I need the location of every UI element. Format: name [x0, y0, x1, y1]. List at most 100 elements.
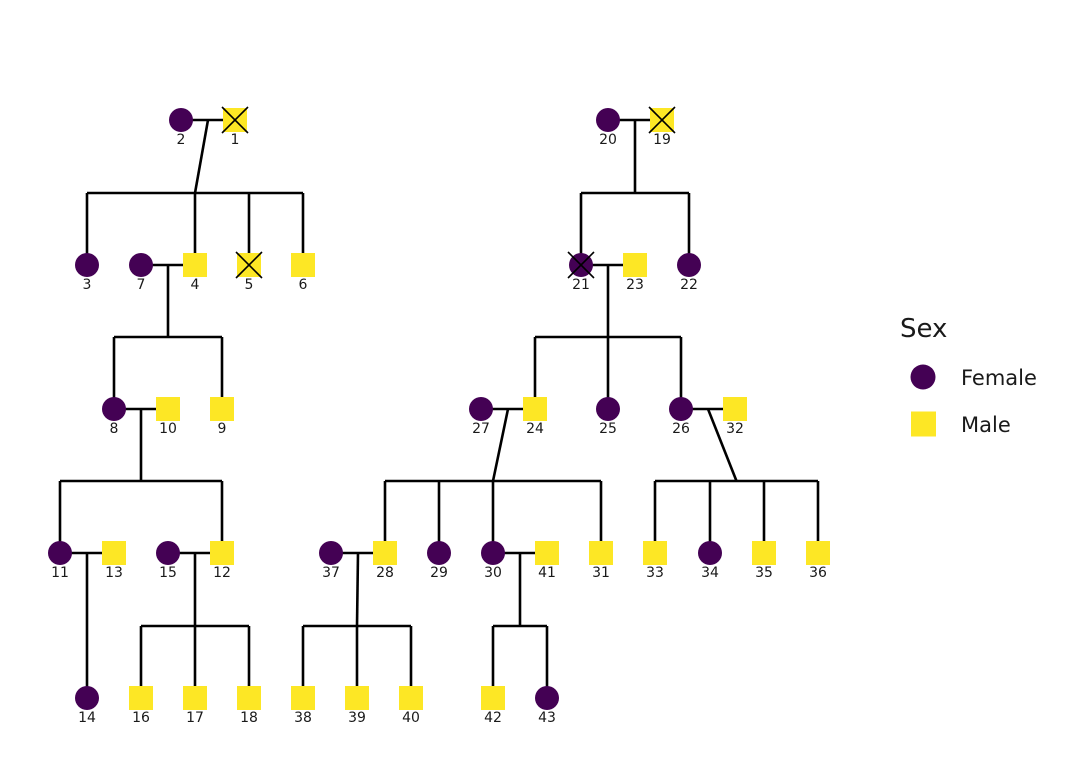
individual-id-label: 4: [191, 277, 200, 293]
male-symbol: [210, 541, 234, 565]
legend-label-female: Female: [961, 366, 1037, 390]
individual-id-label: 40: [402, 710, 420, 726]
individual-id-label: 18: [240, 710, 258, 726]
descent-line: [706, 408, 738, 482]
female-symbol: [596, 108, 620, 132]
individual-id-label: 27: [472, 421, 490, 437]
individual-id-label: 16: [132, 710, 150, 726]
male-symbol: [237, 686, 261, 710]
female-symbol: [319, 541, 343, 565]
individual-id-label: 23: [626, 277, 644, 293]
male-symbol: [210, 397, 234, 421]
male-symbol: [183, 253, 207, 277]
female-symbol: [535, 686, 559, 710]
individual-id-label: 10: [159, 421, 177, 437]
individual-id-label: 6: [299, 277, 308, 293]
male-symbol: [643, 541, 667, 565]
female-symbol: [75, 253, 99, 277]
male-symbol: [291, 253, 315, 277]
female-symbol: [169, 108, 193, 132]
male-symbol: [399, 686, 423, 710]
female-symbol: [481, 541, 505, 565]
male-symbol: [291, 686, 315, 710]
female-symbol: [427, 541, 451, 565]
individual-id-label: 22: [680, 277, 698, 293]
individual-id-label: 43: [538, 710, 556, 726]
individual-id-label: 32: [726, 421, 744, 437]
female-symbol: [698, 541, 722, 565]
female-symbol: [469, 397, 493, 421]
female-symbol: [75, 686, 99, 710]
individual-id-label: 24: [526, 421, 544, 437]
individual-id-label: 1: [231, 132, 240, 148]
individual-id-label: 31: [592, 565, 610, 581]
male-symbol: [589, 541, 613, 565]
descent-line: [193, 119, 210, 194]
individual-id-label: 28: [376, 565, 394, 581]
male-symbol: [481, 686, 505, 710]
individual-id-label: 33: [646, 565, 664, 581]
female-symbol: [48, 541, 72, 565]
individual-id-label: 2: [177, 132, 186, 148]
individual-id-label: 34: [701, 565, 719, 581]
male-symbol: [535, 541, 559, 565]
individual-id-label: 17: [186, 710, 204, 726]
deceased-mark: [567, 251, 595, 279]
individual-id-label: 20: [599, 132, 617, 148]
male-symbol: [345, 686, 369, 710]
individual-id-label: 29: [430, 565, 448, 581]
individual-id-label: 7: [137, 277, 146, 293]
individual-id-label: 30: [484, 565, 502, 581]
legend-male-key: [911, 411, 936, 437]
individual-id-label: 19: [653, 132, 671, 148]
individual-id-label: 25: [599, 421, 617, 437]
individual-id-label: 36: [809, 565, 827, 581]
individual-id-label: 11: [51, 565, 69, 581]
male-symbol: [523, 397, 547, 421]
individual-id-label: 13: [105, 565, 123, 581]
individual-id-label: 39: [348, 710, 366, 726]
deceased-mark: [648, 106, 676, 134]
legend-female-key: [910, 364, 936, 390]
female-symbol: [129, 253, 153, 277]
female-symbol: [596, 397, 620, 421]
individual-id-label: 42: [484, 710, 502, 726]
individual-id-label: 38: [294, 710, 312, 726]
male-symbol: [129, 686, 153, 710]
individual-id-label: 37: [322, 565, 340, 581]
male-symbol: [806, 541, 830, 565]
female-symbol: [156, 541, 180, 565]
individual-id-label: 15: [159, 565, 177, 581]
individual-id-label: 5: [245, 277, 254, 293]
deceased-mark: [235, 251, 263, 279]
male-symbol: [183, 686, 207, 710]
individual-id-label: 35: [755, 565, 773, 581]
male-symbol: [102, 541, 126, 565]
legend-title: Sex: [900, 314, 947, 344]
legend-label-male: Male: [961, 413, 1011, 437]
descent-line: [355, 552, 360, 627]
individual-id-label: 9: [218, 421, 227, 437]
male-symbol: [623, 253, 647, 277]
male-symbol: [723, 397, 747, 421]
male-symbol: [156, 397, 180, 421]
individual-id-label: 8: [110, 421, 119, 437]
individual-id-label: 21: [572, 277, 590, 293]
female-symbol: [669, 397, 693, 421]
deceased-mark: [221, 106, 249, 134]
individuals: [48, 106, 830, 710]
individual-id-label: 41: [538, 565, 556, 581]
female-symbol: [102, 397, 126, 421]
male-symbol: [752, 541, 776, 565]
male-symbol: [373, 541, 397, 565]
descent-line: [491, 408, 510, 482]
individual-id-label: 26: [672, 421, 690, 437]
individual-id-label: 12: [213, 565, 231, 581]
individual-id-label: 14: [78, 710, 96, 726]
female-symbol: [677, 253, 701, 277]
individual-id-label: 3: [83, 277, 92, 293]
